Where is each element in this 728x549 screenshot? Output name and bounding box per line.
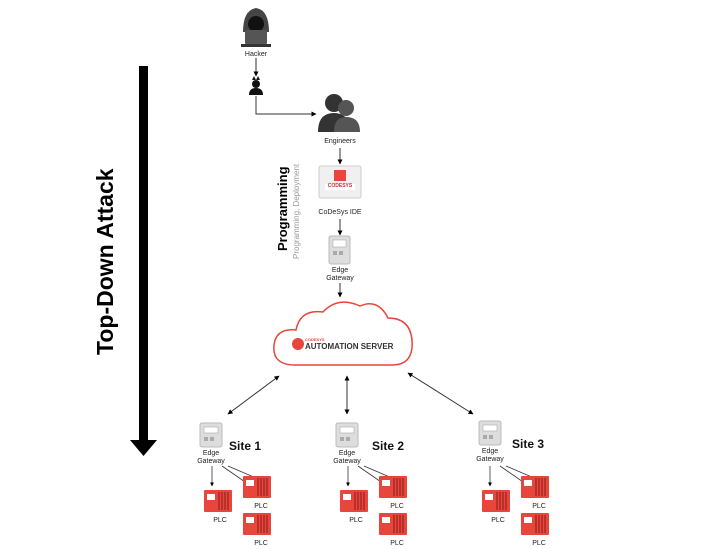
top-down-title: Top-Down Attack (92, 168, 118, 355)
site3-gateway-icon (478, 420, 502, 446)
site1-gateway-icon (199, 422, 223, 448)
site1-gateway-label-2: Gateway (197, 458, 225, 465)
ide-logo-text: CODESYS (327, 183, 353, 189)
site3-plc2-label: PLC (532, 503, 546, 510)
codesys-ide-icon (318, 165, 362, 199)
site2-plc3-label: PLC (390, 540, 404, 547)
hacker-path (253, 58, 317, 117)
ide-label: CoDeSys IDE (318, 209, 362, 216)
site2-name: Site 2 (372, 439, 405, 453)
site3-name: Site 3 (512, 437, 545, 451)
programming-title: Programming (275, 166, 290, 251)
plc-icon (340, 490, 368, 512)
cloud-brand: AUTOMATION SERVER (305, 342, 394, 351)
plc-icon (482, 490, 510, 512)
engineers-icon (318, 94, 360, 132)
site3-gateway-label-1: Edge (481, 448, 499, 455)
top-gateway-label-1: Edge (331, 267, 349, 274)
automation-server-cloud (273, 301, 413, 366)
plc-icon (379, 513, 407, 535)
plc-icon (243, 476, 271, 498)
plc-icons (204, 476, 549, 535)
site3-plc3-label: PLC (532, 540, 546, 547)
site2-gateway-label-1: Edge (338, 450, 356, 457)
site2-plc1-label: PLC (349, 517, 363, 524)
plc-icon (204, 490, 232, 512)
site1-gateway-label-1: Edge (202, 450, 220, 457)
hacker-label: Hacker (244, 51, 268, 58)
hacker-icon (241, 8, 271, 47)
small-hacker-icon (249, 76, 263, 95)
plc-icon (521, 476, 549, 498)
site2-plc2-label: PLC (390, 503, 404, 510)
plc-icon (379, 476, 407, 498)
cloud-brand-small: CODESYS (305, 337, 325, 342)
site3-gateway-label-2: Gateway (476, 456, 504, 463)
programming-subtitle: Programming, Deployment (292, 163, 301, 259)
site2-gateway-label-2: Gateway (333, 458, 361, 465)
site2-gateway-icon (335, 422, 359, 448)
site1-plc3-label: PLC (254, 540, 268, 547)
top-down-arrow (130, 66, 157, 456)
plc-icon (521, 513, 549, 535)
top-gateway-icon (328, 235, 351, 265)
site1-name: Site 1 (229, 439, 262, 453)
plc-icon (243, 513, 271, 535)
site1-plc2-label: PLC (254, 503, 268, 510)
engineers-label: Engineers (324, 138, 356, 145)
site3-plc1-label: PLC (491, 517, 505, 524)
site1-plc1-label: PLC (213, 517, 227, 524)
top-gateway-label-2: Gateway (326, 275, 354, 282)
cloud-site-links (227, 372, 474, 415)
